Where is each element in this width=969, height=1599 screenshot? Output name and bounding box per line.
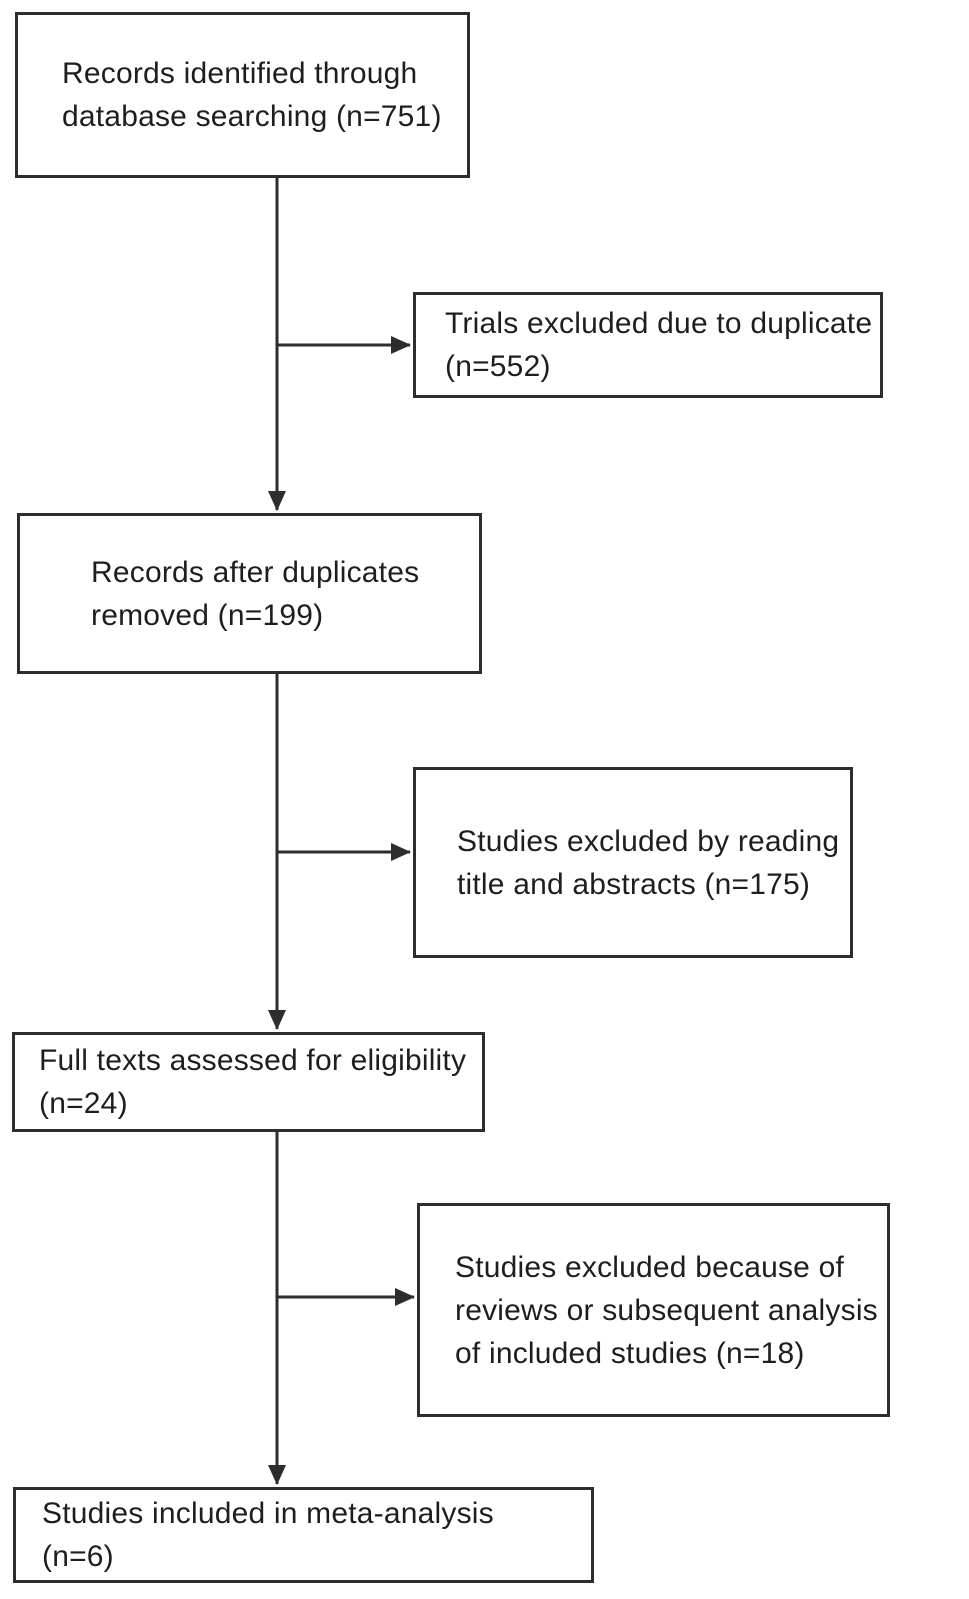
node-records-after-duplicates: Records after duplicates removed (n=199) <box>17 513 482 674</box>
node-excluded-reviews-subsequent: Studies excluded because of reviews or s… <box>417 1203 890 1417</box>
node-excluded-title-abstract: Studies excluded by reading title and ab… <box>413 767 853 958</box>
node-included-meta-analysis: Studies included in meta-analysis (n=6) <box>13 1487 594 1583</box>
node-records-identified: Records identified through database sear… <box>15 12 470 178</box>
node-full-texts-assessed: Full texts assessed for eligibility (n=2… <box>12 1032 485 1132</box>
node-trials-excluded-duplicate: Trials excluded due to duplicate (n=552) <box>413 292 883 398</box>
